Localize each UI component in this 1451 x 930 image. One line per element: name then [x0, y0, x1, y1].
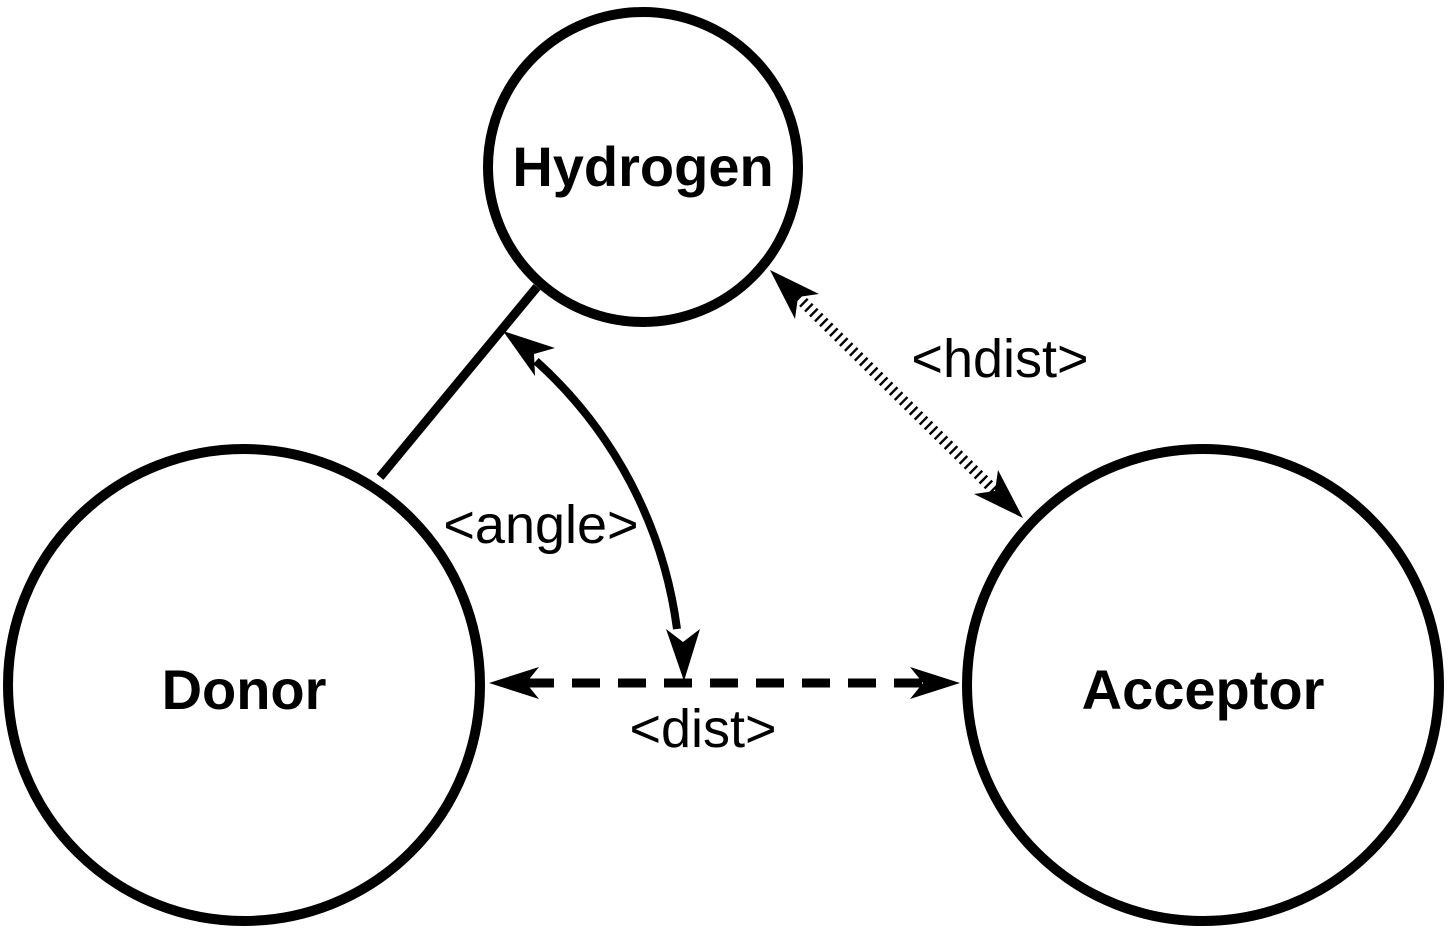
hdist-arrow: [770, 270, 1023, 518]
dist-arrowhead-left-icon: [489, 667, 539, 699]
angle-arrow-arc: [533, 358, 681, 630]
dist-arrow: [489, 667, 960, 699]
dist-edge-label: <dist>: [629, 699, 776, 759]
acceptor-node-label: Acceptor: [1082, 658, 1325, 721]
angle-edge-label: <angle>: [443, 495, 638, 555]
hdist-arrowhead-top-icon: [770, 270, 819, 319]
hydrogen-node-label: Hydrogen: [512, 135, 773, 198]
hydrogen-node: [483, 7, 803, 327]
donor-hydrogen-bond-line: [376, 284, 541, 480]
angle-arrow: [503, 331, 700, 681]
dist-arrowhead-right-icon: [910, 667, 960, 699]
angle-arrowhead-bottom-icon: [666, 629, 700, 681]
donor-node-label: Donor: [162, 658, 327, 721]
hdist-arrow-shaft: [794, 293, 999, 495]
acceptor-node: [962, 444, 1444, 926]
hdist-arrowhead-bottom-icon: [974, 470, 1023, 518]
hdist-edge-label: <hdist>: [911, 329, 1088, 389]
angle-arrowhead-top-icon: [503, 331, 555, 376]
donor-node: [3, 444, 485, 926]
